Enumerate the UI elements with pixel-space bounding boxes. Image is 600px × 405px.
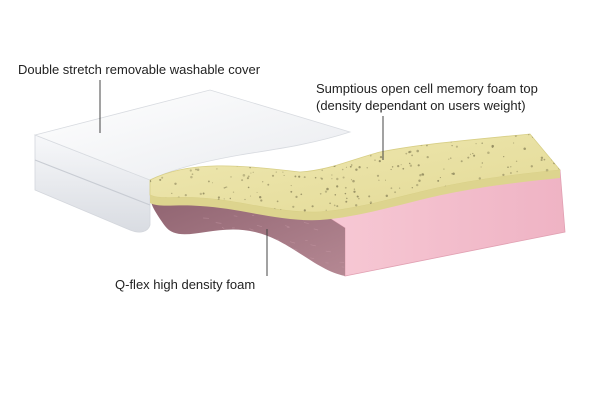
label-memory-foam-line2: (density dependant on users weight) xyxy=(316,97,538,114)
label-cover: Double stretch removable washable cover xyxy=(18,61,260,78)
label-memory-foam: Sumptious open cell memory foam top (den… xyxy=(316,80,538,114)
label-memory-foam-line1: Sumptious open cell memory foam top xyxy=(316,80,538,97)
label-qflex: Q-flex high density foam xyxy=(115,276,255,293)
